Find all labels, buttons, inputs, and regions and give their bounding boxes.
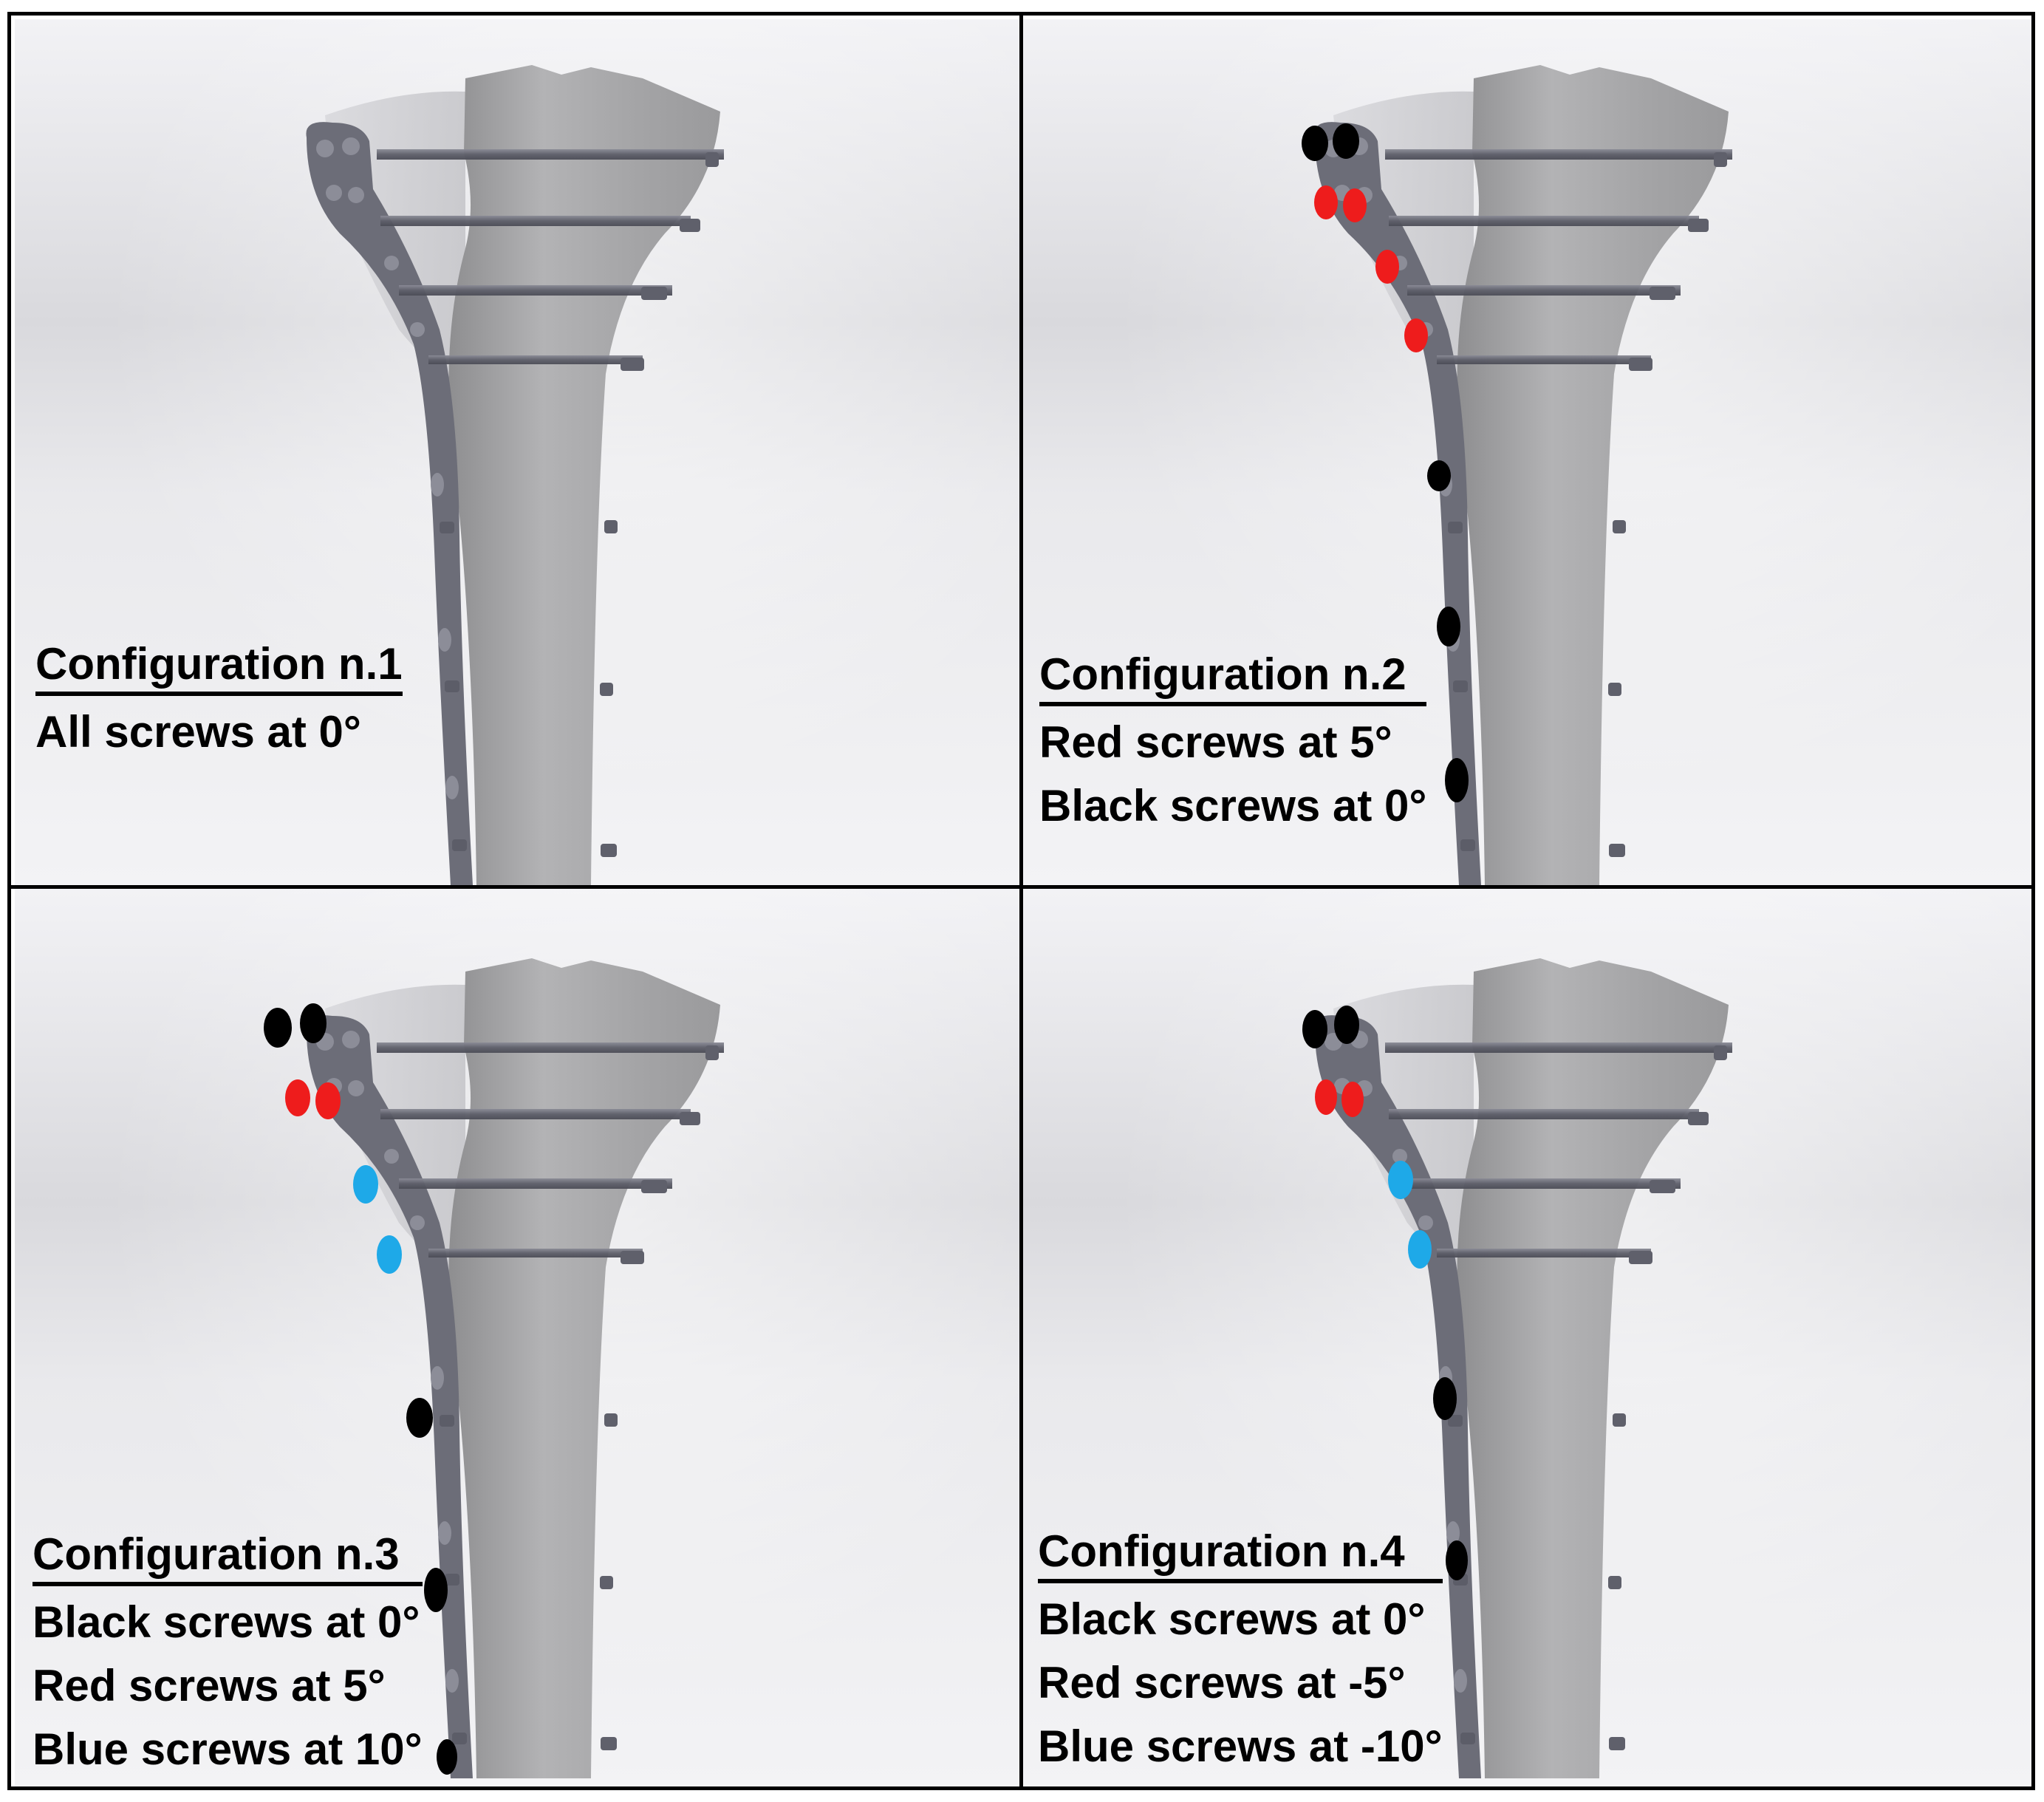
panel-configuration-3: Configuration n.3 Black screws at 0° Red… <box>15 889 1019 1786</box>
figure-grid: Configuration n.1 All screws at 0° Confi… <box>7 12 2035 1790</box>
red-screw-marker <box>1375 250 1399 284</box>
screw-markers <box>1302 1006 1468 1580</box>
caption-configuration-1: Configuration n.1 All screws at 0° <box>35 638 403 764</box>
panel-configuration-1: Configuration n.1 All screws at 0° <box>15 19 1019 885</box>
caption-title: Configuration n.3 <box>33 1529 423 1586</box>
caption-line: Blue screws at 10° <box>33 1724 423 1774</box>
tibia-plate-render <box>1302 65 1732 885</box>
screw-markers <box>1302 123 1469 802</box>
black-screw-marker <box>1427 460 1451 491</box>
vertical-divider <box>1019 16 1023 1786</box>
caption-line: All screws at 0° <box>35 707 361 757</box>
tibia-plate-render <box>1302 958 1732 1778</box>
black-screw-marker <box>424 1568 448 1612</box>
blue-screw-marker <box>377 1235 402 1274</box>
caption-configuration-2: Configuration n.2 Red screws at 5° Black… <box>1039 649 1427 838</box>
horizontal-divider <box>11 885 2031 889</box>
caption-line: Red screws at 5° <box>1039 717 1392 767</box>
blue-screw-marker <box>353 1165 378 1204</box>
caption-title: Configuration n.1 <box>35 638 403 696</box>
red-screw-marker <box>1404 318 1428 352</box>
caption-configuration-3: Configuration n.3 Black screws at 0° Red… <box>33 1529 423 1781</box>
black-screw-marker <box>437 1739 457 1775</box>
black-screw-marker <box>1334 1006 1359 1044</box>
panel-configuration-4: Configuration n.4 Black screws at 0° Red… <box>1023 889 2031 1786</box>
black-screw-marker <box>264 1008 292 1048</box>
black-screw-marker <box>300 1003 327 1043</box>
black-screw-marker <box>1433 1377 1457 1420</box>
screw-markers <box>264 1003 457 1775</box>
caption-line: Red screws at -5° <box>1038 1658 1406 1707</box>
tibia-plate-render <box>264 958 724 1778</box>
blue-screw-marker <box>1388 1161 1413 1199</box>
black-screw-marker <box>406 1398 433 1438</box>
black-screw-marker <box>1333 123 1359 159</box>
caption-line: Black screws at 0° <box>33 1597 420 1647</box>
caption-line: Black screws at 0° <box>1039 781 1427 830</box>
red-screw-marker <box>1314 185 1338 219</box>
black-screw-marker <box>1302 1010 1327 1048</box>
red-screw-marker <box>285 1079 310 1116</box>
black-screw-marker <box>1446 1540 1468 1580</box>
black-screw-marker <box>1302 126 1328 161</box>
caption-title: Configuration n.2 <box>1039 649 1427 706</box>
black-screw-marker <box>1445 758 1469 802</box>
caption-title: Configuration n.4 <box>1038 1526 1443 1583</box>
caption-line: Blue screws at -10° <box>1038 1721 1443 1771</box>
black-screw-marker <box>1437 607 1460 646</box>
red-screw-marker <box>1343 188 1367 222</box>
caption-configuration-4: Configuration n.4 Black screws at 0° Red… <box>1038 1526 1443 1778</box>
red-screw-marker <box>1315 1079 1337 1115</box>
blue-screw-marker <box>1408 1230 1432 1269</box>
panel-configuration-2: Configuration n.2 Red screws at 5° Black… <box>1023 19 2031 885</box>
caption-line: Black screws at 0° <box>1038 1594 1426 1644</box>
caption-line: Red screws at 5° <box>33 1661 386 1710</box>
red-screw-marker <box>1341 1082 1364 1117</box>
red-screw-marker <box>315 1082 341 1119</box>
